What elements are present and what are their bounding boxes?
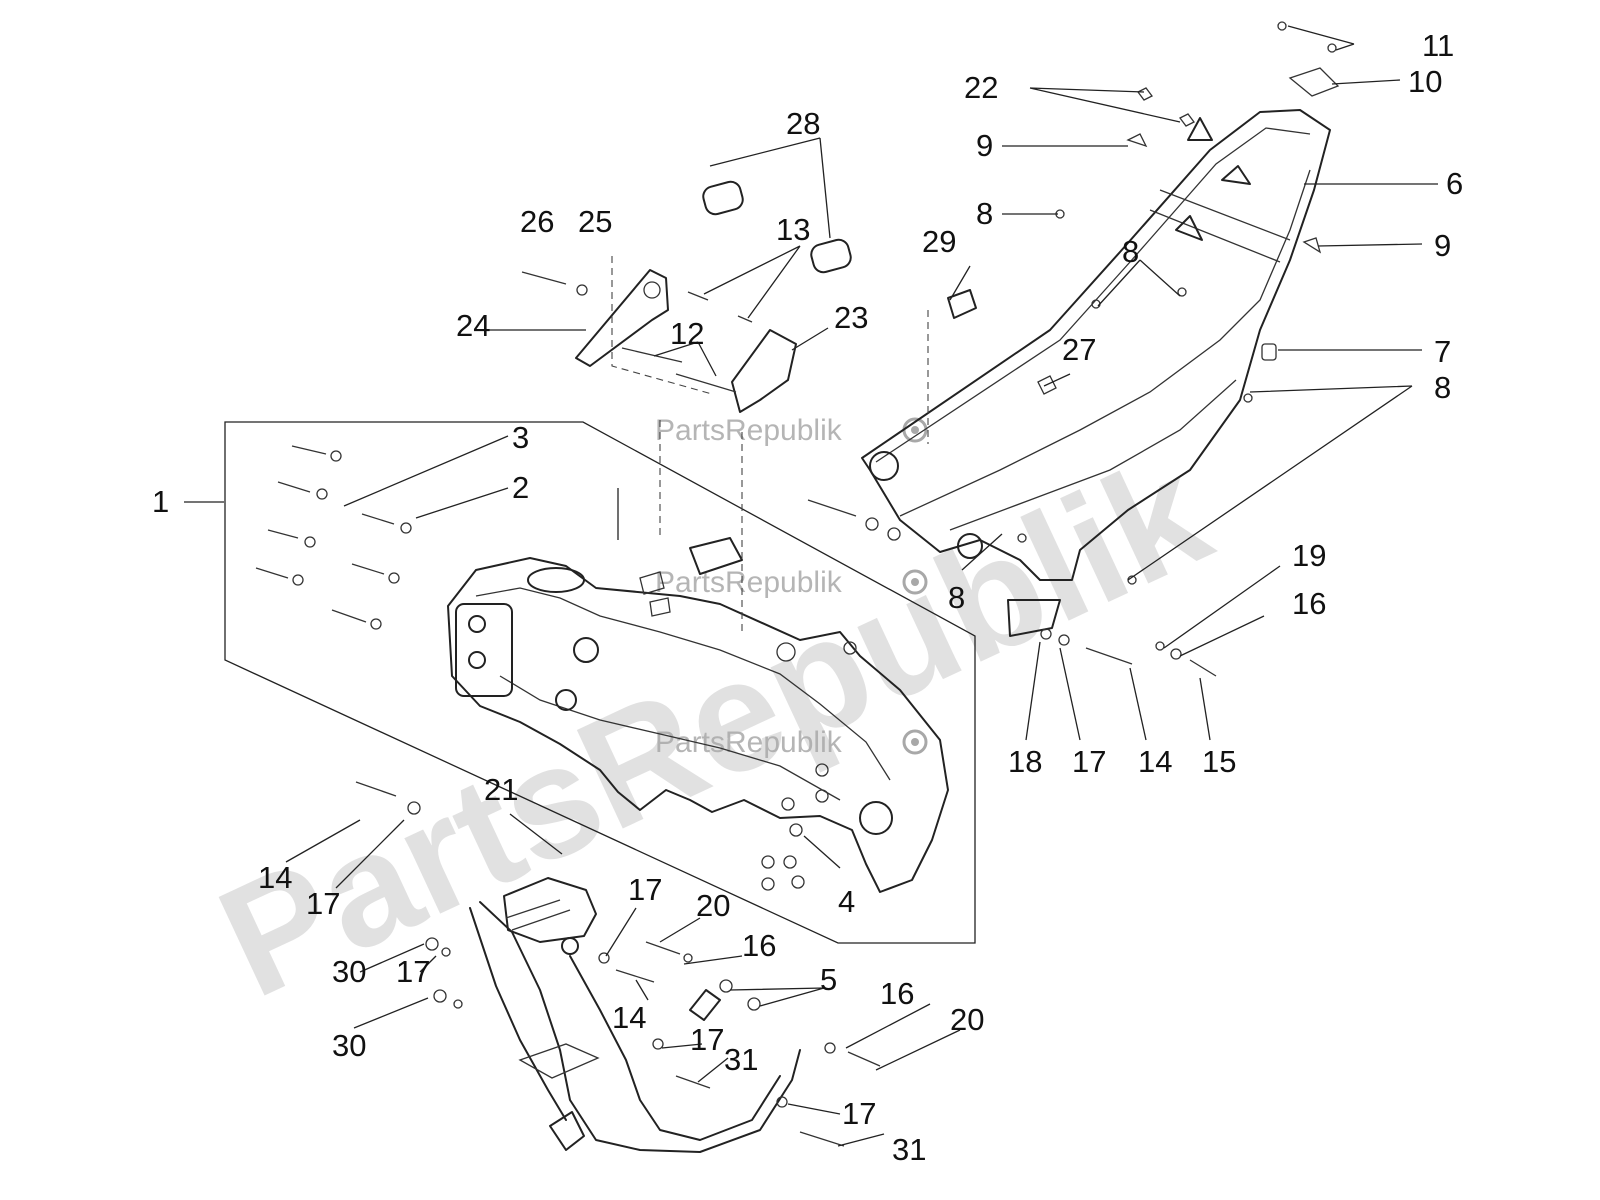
callout-15: 15: [1202, 744, 1236, 779]
callout-14: 14: [258, 860, 292, 895]
callout-10: 10: [1408, 64, 1442, 99]
callout-5: 5: [820, 962, 837, 997]
callout-26: 26: [520, 204, 554, 239]
callout-3: 3: [512, 420, 529, 455]
callout-30: 30: [332, 1028, 366, 1063]
callout-25: 25: [578, 204, 612, 239]
callout-31: 31: [724, 1042, 758, 1077]
callout-30: 30: [332, 954, 366, 989]
gear-icon: [902, 729, 928, 755]
watermark-small-text: PartsRepublik: [655, 566, 843, 599]
watermark-small-text: PartsRepublik: [655, 414, 843, 447]
callout-13: 13: [776, 212, 810, 247]
callout-31: 31: [892, 1132, 926, 1167]
callout-29: 29: [922, 224, 956, 259]
callout-17: 17: [1072, 744, 1106, 779]
watermark-small-3: PartsRepublik: [655, 726, 928, 759]
callout-21: 21: [484, 772, 518, 807]
main-frame: [447, 537, 949, 893]
group-1-outline: [224, 421, 976, 944]
watermark: PartsRepublik PartsRepublik PartsRepubli…: [195, 414, 1233, 1031]
callout-8: 8: [948, 580, 965, 615]
callout-2: 2: [512, 470, 529, 505]
callout-1: 1: [152, 484, 169, 519]
callout-4: 4: [838, 884, 855, 919]
bolt-set-group-1: [255, 445, 412, 630]
callout-20: 20: [696, 888, 730, 923]
callout-14: 14: [612, 1000, 646, 1035]
callout-24: 24: [456, 308, 490, 343]
callout-11: 11: [1422, 28, 1454, 63]
callout-labels: 11 10 22 9 6 8 8 9 7 8 8 29 27 28 13 12 …: [152, 28, 1463, 1167]
callout-17: 17: [306, 886, 340, 921]
gear-icon: [902, 569, 928, 595]
callout-22: 22: [964, 70, 998, 105]
callout-16: 16: [1292, 586, 1326, 621]
rear-subframe: [861, 109, 1331, 637]
callout-20: 20: [950, 1002, 984, 1037]
callout-19: 19: [1292, 538, 1326, 573]
callout-8: 8: [1434, 370, 1451, 405]
callout-14: 14: [1138, 744, 1172, 779]
watermark-small-2: PartsRepublik: [655, 566, 928, 599]
callout-7: 7: [1434, 334, 1451, 369]
callout-27: 27: [1062, 332, 1096, 367]
callout-9: 9: [1434, 228, 1451, 263]
watermark-small-text: PartsRepublik: [655, 726, 843, 759]
watermark-small-1: PartsRepublik: [655, 414, 928, 447]
callout-23: 23: [834, 300, 868, 335]
callout-17: 17: [842, 1096, 876, 1131]
callout-16: 16: [880, 976, 914, 1011]
callout-12: 12: [670, 316, 704, 351]
callout-17: 17: [690, 1022, 724, 1057]
side-brackets: [521, 180, 977, 636]
callout-28: 28: [786, 106, 820, 141]
engine-cradle: [469, 877, 801, 1153]
leader-lines: [184, 25, 1438, 1147]
callout-17: 17: [628, 872, 662, 907]
callout-18: 18: [1008, 744, 1042, 779]
loose-fasteners: [355, 499, 1217, 1147]
callout-8: 8: [976, 196, 993, 231]
callout-17: 17: [396, 954, 430, 989]
callout-16: 16: [742, 928, 776, 963]
nut-set: [761, 763, 829, 891]
callout-6: 6: [1446, 166, 1463, 201]
callout-9: 9: [976, 128, 993, 163]
callout-8: 8: [1122, 234, 1139, 269]
